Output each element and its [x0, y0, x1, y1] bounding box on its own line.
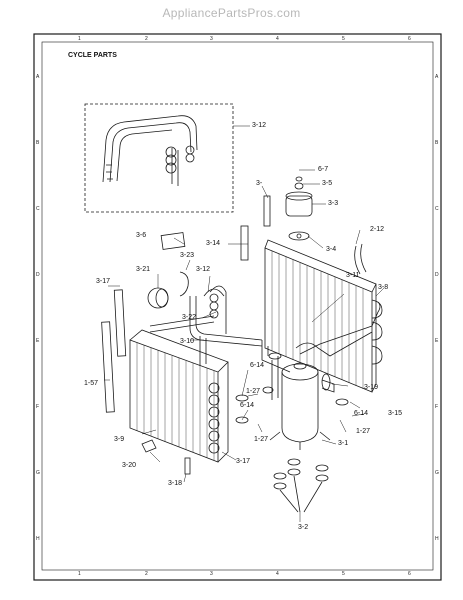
row-tick-H-left: H — [36, 536, 40, 542]
callout-3-23: 3-23 — [180, 252, 195, 259]
pipe-assembly-3-12 — [102, 115, 198, 186]
row-tick-E-right: E — [435, 338, 439, 344]
pad-3-6 — [160, 232, 186, 250]
washers-6-14 — [235, 386, 349, 424]
callout-3-11: 3-11 — [346, 272, 360, 279]
outer-frame — [33, 33, 442, 581]
callout-3-10: 3-10 — [180, 338, 195, 345]
row-tick-G-right: G — [435, 470, 439, 476]
row-tick-A-right: A — [435, 74, 439, 80]
callout-3-6: 3-6 — [136, 232, 147, 239]
callout-3-20: 3-20 — [122, 462, 137, 469]
callout-3-9: 3-9 — [114, 436, 125, 443]
callout-3-22: 3-22 — [182, 314, 197, 321]
motor-3-3 — [285, 176, 313, 241]
row-tick-E-left: E — [36, 338, 40, 344]
callout-3-17b: 3-17 — [236, 458, 251, 465]
col-tick-6-top: 6 — [408, 36, 411, 42]
leader-lines — [104, 125, 385, 522]
diagram-title: CYCLE PARTS — [68, 52, 117, 59]
bracket-3-20 — [141, 439, 157, 453]
callout-3-5: 3-5 — [322, 180, 333, 187]
callout-3-12a: 3-12 — [252, 122, 267, 129]
callout-3-19: 3-19 — [364, 384, 379, 391]
col-tick-4-top: 4 — [276, 36, 279, 42]
callout-6-14c: 6-14 — [354, 410, 369, 417]
row-tick-F-right: F — [435, 404, 439, 410]
row-tick-D-right: D — [435, 272, 439, 278]
grommets-3-2 — [273, 458, 329, 513]
seal-1-57 — [101, 321, 115, 413]
callout-3-17a: 3-17 — [96, 278, 111, 285]
part-3-18 — [184, 457, 191, 475]
refrigerant-piping — [149, 285, 381, 373]
col-tick-3-bottom: 3 — [210, 571, 213, 577]
callout-3-21: 3-21 — [136, 266, 151, 273]
row-tick-B-right: B — [435, 140, 439, 146]
callout-1-27a: 1-27 — [246, 388, 261, 395]
row-tick-F-left: F — [36, 404, 40, 410]
callout-3-1: 3-1 — [338, 440, 349, 447]
row-tick-C-left: C — [36, 206, 40, 212]
condenser-coil-3-8 — [264, 239, 383, 393]
callout-3-15: 3-15 — [388, 410, 403, 417]
row-tick-D-left: D — [36, 272, 40, 278]
callout-3-: 3- — [256, 180, 263, 187]
clip-3-23 — [179, 271, 189, 297]
filter-3-19 — [321, 373, 331, 391]
callout-3-4: 3-4 — [326, 246, 337, 253]
seal-3-17 — [113, 289, 127, 357]
callout-6-7: 6-7 — [318, 166, 329, 173]
callout-3-3: 3-3 — [328, 200, 339, 207]
inner-frame — [41, 41, 434, 571]
col-tick-1-bottom: 1 — [78, 571, 81, 577]
row-tick-H-right: H — [435, 536, 439, 542]
col-tick-2-bottom: 2 — [145, 571, 148, 577]
callout-3-18: 3-18 — [168, 480, 183, 487]
callout-6-14a: 6-14 — [250, 362, 265, 369]
cable-2-12 — [354, 243, 367, 275]
col-tick-3-top: 3 — [210, 36, 213, 42]
pipe-assembly-box — [84, 103, 234, 213]
callout-3-8: 3-8 — [378, 284, 389, 291]
row-tick-G-left: G — [36, 470, 40, 476]
callout-3-12b: 3-12 — [196, 266, 211, 273]
col-tick-5-bottom: 5 — [342, 571, 345, 577]
col-tick-6-bottom: 6 — [408, 571, 411, 577]
col-tick-5-top: 5 — [342, 36, 345, 42]
callout-2-12: 2-12 — [370, 226, 385, 233]
strip-3- — [263, 195, 271, 227]
seal-3-14 — [240, 225, 249, 261]
row-tick-B-left: B — [36, 140, 40, 146]
row-tick-A-left: A — [36, 74, 40, 80]
col-tick-4-bottom: 4 — [276, 571, 279, 577]
callout-1-27c: 1-27 — [356, 428, 371, 435]
row-tick-C-right: C — [435, 206, 439, 212]
evaporator-coil-3-9 — [129, 329, 229, 463]
callout-6-14b: 6-14 — [240, 402, 255, 409]
callout-1-57: 1-57 — [84, 380, 99, 387]
watermark: AppliancePartsPros.com — [162, 6, 301, 20]
callout-3-14: 3-14 — [206, 240, 221, 247]
compressor-3-1 — [268, 352, 335, 450]
callout-3-2: 3-2 — [298, 524, 309, 531]
callout-1-27b: 1-27 — [254, 436, 269, 443]
col-tick-1-top: 1 — [78, 36, 81, 42]
col-tick-2-top: 2 — [145, 36, 148, 42]
